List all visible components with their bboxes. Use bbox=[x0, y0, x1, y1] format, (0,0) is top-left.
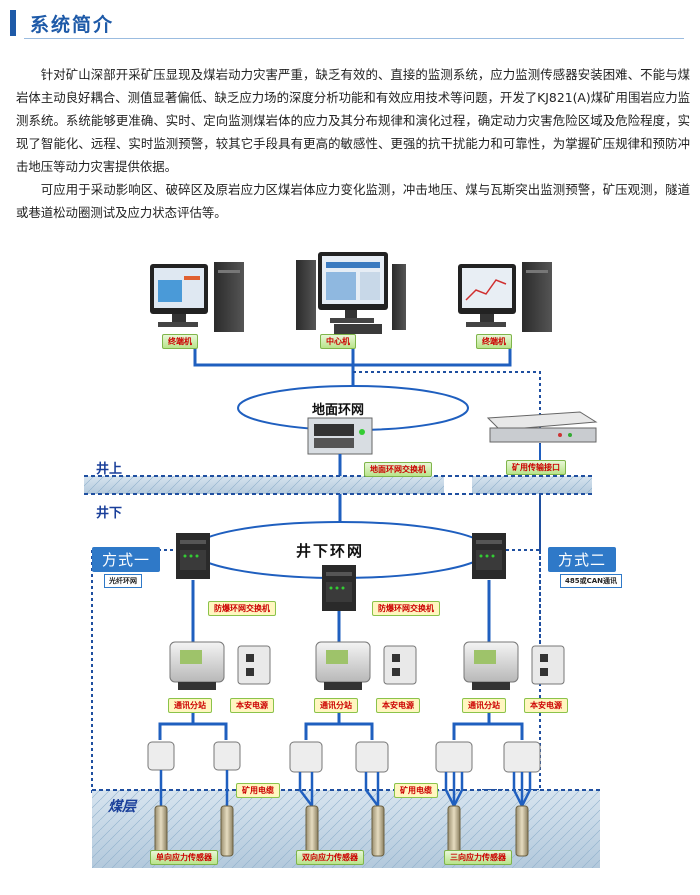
cable-label-2: 矿用电缆 bbox=[394, 783, 438, 798]
mode-two-sub: 485或CAN通讯 bbox=[560, 574, 623, 588]
ground-switch-device bbox=[307, 417, 373, 455]
explosion-switch-label-2: 防爆环网交换机 bbox=[372, 601, 440, 616]
mode-one-sub: 光纤环网 bbox=[104, 574, 142, 588]
substation-label-2: 通讯分站 bbox=[314, 698, 358, 713]
terminal-left-computer bbox=[150, 262, 244, 332]
ground-switch-label: 地面环网交换机 bbox=[364, 462, 432, 477]
terminal-right-label: 终端机 bbox=[476, 334, 512, 349]
mode-one-badge: 方式一 bbox=[92, 547, 161, 572]
underground-ring-label: 井下环网 bbox=[296, 542, 365, 560]
terminal-left-label: 终端机 bbox=[162, 334, 198, 349]
application-paragraph: 可应用于采动影响区、破碎区及原岩应力区煤岩体应力变化监测，冲击地压、煤与瓦斯突出… bbox=[16, 182, 690, 220]
section-title: 系统简介 bbox=[30, 14, 115, 36]
mine-interface-label: 矿用传输接口 bbox=[506, 460, 566, 475]
mode-two-badge: 方式二 bbox=[548, 547, 617, 572]
sensor-label-1: 单向应力传感器 bbox=[150, 850, 218, 865]
cable-label-1: 矿用电缆 bbox=[236, 783, 280, 798]
explosion-switch-label-1: 防爆环网交换机 bbox=[208, 601, 276, 616]
center-label: 中心机 bbox=[320, 334, 356, 349]
power-label-3: 本安电源 bbox=[524, 698, 568, 713]
sensor-label-3: 三向应力传感器 bbox=[444, 850, 512, 865]
explosion-switch-right bbox=[472, 533, 506, 579]
section-header: 系统简介 bbox=[0, 0, 700, 50]
terminal-right-computer bbox=[458, 262, 552, 332]
surface-label: 井上 bbox=[96, 462, 123, 477]
substation-label-3: 通讯分站 bbox=[462, 698, 506, 713]
power-label-2: 本安电源 bbox=[376, 698, 420, 713]
explosion-switch-left bbox=[176, 533, 210, 579]
system-diagram: 终端机 中心机 终端机 地面环网 地面环网交换机 矿用传输接口 井上 井下 方式… bbox=[0, 250, 700, 895]
stress-probes bbox=[154, 805, 529, 857]
sensor-heads bbox=[147, 741, 541, 773]
explosion-switch-center bbox=[322, 565, 356, 611]
substation-label-1: 通讯分站 bbox=[168, 698, 212, 713]
intro-paragraph: 针对矿山深部开采矿压显现及煤岩动力灾害严重，缺乏有效的、直接的监测系统，应力监测… bbox=[16, 67, 690, 174]
station-group-2 bbox=[315, 641, 417, 690]
ground-ring-label: 地面环网 bbox=[312, 403, 365, 418]
coal-seam-label: 煤层 bbox=[108, 799, 136, 815]
header-accent-bar bbox=[10, 10, 16, 36]
underground-label: 井下 bbox=[96, 506, 123, 521]
station-group-1 bbox=[169, 641, 271, 690]
transfer-interface-device bbox=[486, 411, 598, 443]
sensor-label-2: 双向应力传感器 bbox=[296, 850, 364, 865]
header-divider bbox=[24, 38, 684, 39]
power-label-1: 本安电源 bbox=[230, 698, 274, 713]
station-group-3 bbox=[463, 641, 565, 690]
center-computer bbox=[296, 252, 406, 334]
